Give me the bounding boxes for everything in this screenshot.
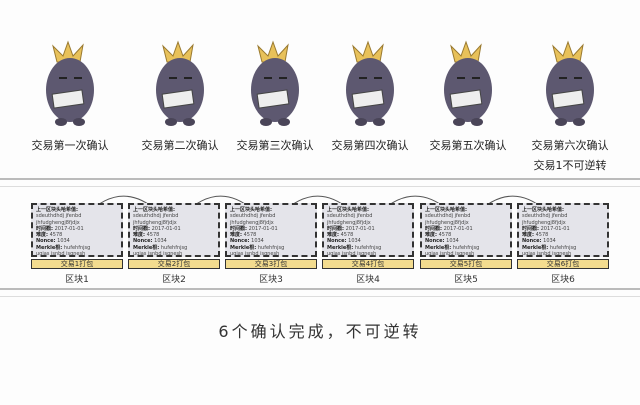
field-merkle: Merkle根: — [230, 244, 257, 251]
confirmation-text: 交易第四次确认 — [331, 139, 409, 152]
footer-caption: 6个确认完成，不可逆转 — [218, 322, 422, 341]
divider-bottom-2 — [0, 296, 640, 297]
confirmation-label: 交易第二次确认 — [125, 137, 235, 153]
confirmation-label: 交易第三次确认 — [220, 137, 330, 153]
transaction-package: 交易4打包 — [322, 259, 414, 269]
field-prev-hash: 上一区块头哈希值: — [425, 207, 468, 213]
field-nonce: Nonce: — [133, 238, 153, 245]
transaction-package: 交易3打包 — [225, 259, 317, 269]
field-nonce: Nonce: — [522, 238, 542, 245]
field-difficulty: 难度: — [327, 232, 339, 239]
confirmation-text: 交易第六次确认 — [531, 139, 609, 152]
transaction-package: 交易5打包 — [420, 259, 512, 269]
divider-top-2 — [0, 186, 640, 187]
field-prev-hash: 上一区块头哈希值: — [327, 207, 370, 213]
field-nonce: Nonce: — [36, 238, 56, 245]
field-difficulty: 难度: — [36, 232, 48, 239]
field-nonce: Nonce: — [425, 238, 445, 245]
transaction-package: 交易2打包 — [128, 259, 220, 269]
confirmation-label: 交易第四次确认 — [315, 137, 425, 153]
confirmation-text: 交易第三次确认 — [236, 139, 314, 152]
field-merkle: Merkle根: — [36, 244, 63, 251]
field-timestamp: 时间戳: — [36, 225, 53, 232]
field-difficulty: 难度: — [425, 232, 437, 239]
divider-top — [0, 178, 640, 180]
mascot-character — [546, 40, 594, 126]
field-timestamp: 时间戳: — [425, 225, 442, 232]
block-name: 区块4 — [356, 275, 380, 285]
field-difficulty: 难度: — [230, 232, 242, 239]
block-name: 区块2 — [162, 275, 186, 285]
field-merkle: Merkle根: — [327, 244, 354, 251]
divider-bottom — [0, 288, 640, 290]
field-timestamp: 时间戳: — [522, 225, 539, 232]
field-merkle: Merkle根: — [133, 244, 160, 251]
field-difficulty: 难度: — [133, 232, 145, 239]
block-name: 区块5 — [454, 275, 478, 285]
confirmation-label: 交易第一次确认 — [15, 137, 125, 153]
mascot-character — [251, 40, 299, 126]
mascot-character — [46, 40, 94, 126]
confirmation-text: 交易第二次确认 — [141, 139, 219, 152]
field-prev-hash: 上一区块头哈希值: — [230, 207, 273, 213]
block-name: 区块1 — [65, 275, 89, 285]
transaction-package: 交易1打包 — [31, 259, 123, 269]
confirmation-text: 交易第五次确认 — [429, 139, 507, 152]
field-prev-hash: 上一区块头哈希值: — [36, 207, 79, 213]
field-prev-hash: 上一区块头哈希值: — [522, 207, 565, 213]
confirmation-label: 交易第五次确认 — [413, 137, 523, 153]
mascot-character — [444, 40, 492, 126]
field-nonce: Nonce: — [327, 238, 347, 245]
transaction-package: 交易6打包 — [517, 259, 609, 269]
field-timestamp: 时间戳: — [133, 225, 150, 232]
confirmation-text: 交易第一次确认 — [31, 139, 109, 152]
block-name: 区块6 — [551, 275, 575, 285]
mascot-character — [346, 40, 394, 126]
field-difficulty: 难度: — [522, 232, 534, 239]
field-prev-hash: 上一区块头哈希值: — [133, 207, 176, 213]
field-timestamp: 时间戳: — [230, 225, 247, 232]
field-timestamp: 时间戳: — [327, 225, 344, 232]
field-merkle: Merkle根: — [522, 244, 549, 251]
block-name: 区块3 — [259, 275, 283, 285]
confirmation-label: 交易第六次确认 交易1不可逆转 — [515, 137, 625, 173]
mascot-character — [156, 40, 204, 126]
irreversible-text: 交易1不可逆转 — [533, 159, 607, 172]
field-nonce: Nonce: — [230, 238, 250, 245]
field-merkle: Merkle根: — [425, 244, 452, 251]
